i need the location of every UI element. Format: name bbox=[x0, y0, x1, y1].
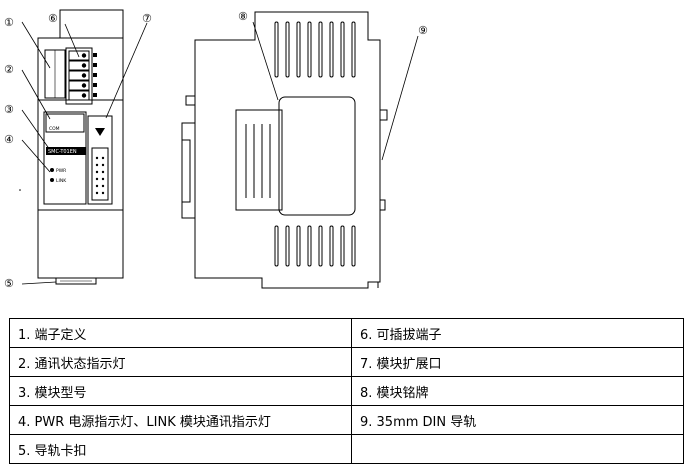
vent-slots-top bbox=[274, 21, 356, 78]
link-led bbox=[50, 178, 54, 182]
legend-item-4: 4. PWR 电源指示灯、LINK 模块通讯指示灯 bbox=[9, 405, 352, 435]
callout-leaders bbox=[21, 21, 419, 285]
com-label: COM bbox=[49, 126, 60, 132]
module-drawing-svg: ① ② ③ ④ ⑤ ⑥ ⑦ ⑧ ⑨ COM SMC-T01EN PWR LINK bbox=[4, 9, 428, 290]
front-label-panel bbox=[43, 111, 87, 205]
pwr-led bbox=[50, 168, 54, 172]
table-row: 1. 端子定义 6. 可插拔端子 bbox=[9, 318, 684, 348]
link-label: LINK bbox=[56, 178, 67, 184]
pluggable-terminal bbox=[65, 47, 93, 105]
model-label: SMC-T01EN bbox=[48, 149, 77, 155]
callout-5: ⑤ bbox=[4, 277, 14, 290]
din-clip bbox=[55, 277, 97, 285]
callouts: ① ② ③ ④ ⑤ ⑥ ⑦ ⑧ ⑨ bbox=[4, 10, 428, 290]
table-row: 5. 导轨卡扣 bbox=[9, 434, 684, 464]
legend-item-3: 3. 模块型号 bbox=[9, 376, 352, 406]
callout-6: ⑥ bbox=[48, 12, 58, 25]
callout-3: ③ bbox=[4, 103, 14, 116]
callout-9: ⑨ bbox=[418, 24, 428, 37]
legend-item-6: 6. 可插拔端子 bbox=[351, 318, 684, 348]
legend-item-9: 9. 35mm DIN 导轨 bbox=[351, 405, 684, 435]
table-row: 4. PWR 电源指示灯、LINK 模块通讯指示灯 9. 35mm DIN 导轨 bbox=[9, 405, 684, 435]
table-row: 3. 模块型号 8. 模块铭牌 bbox=[9, 376, 684, 406]
callout-7: ⑦ bbox=[142, 12, 152, 25]
legend-item-2: 2. 通讯状态指示灯 bbox=[9, 347, 352, 377]
vent-slots-bottom bbox=[274, 225, 356, 267]
callout-2: ② bbox=[4, 63, 14, 76]
legend-item-5: 5. 导轨卡扣 bbox=[9, 434, 352, 464]
nameplate bbox=[278, 96, 356, 216]
legend-item-1: 1. 端子定义 bbox=[9, 318, 352, 348]
model-plate-bg bbox=[46, 147, 86, 155]
expansion-port bbox=[87, 115, 113, 205]
legend-table: 1. 端子定义 6. 可插拔端子 2. 通讯状态指示灯 7. 模块扩展口 3. … bbox=[9, 318, 684, 464]
front-body bbox=[37, 37, 124, 279]
legend-item-7: 7. 模块扩展口 bbox=[351, 347, 684, 377]
pwr-label: PWR bbox=[56, 168, 66, 174]
module-drawing: ① ② ③ ④ ⑤ ⑥ ⑦ ⑧ ⑨ COM SMC-T01EN PWR LINK bbox=[4, 9, 428, 290]
callout-1: ① bbox=[4, 16, 14, 29]
legend-item-8: 8. 模块铭牌 bbox=[351, 376, 684, 406]
table-row: 2. 通讯状态指示灯 7. 模块扩展口 bbox=[9, 347, 684, 377]
side-view bbox=[181, 11, 388, 289]
callout-4: ④ bbox=[4, 133, 14, 146]
callout-8: ⑧ bbox=[238, 10, 248, 23]
side-body-outline bbox=[194, 11, 381, 289]
legend-empty-cell bbox=[351, 434, 684, 464]
front-view bbox=[19, 9, 124, 285]
com-status-area bbox=[45, 113, 85, 133]
